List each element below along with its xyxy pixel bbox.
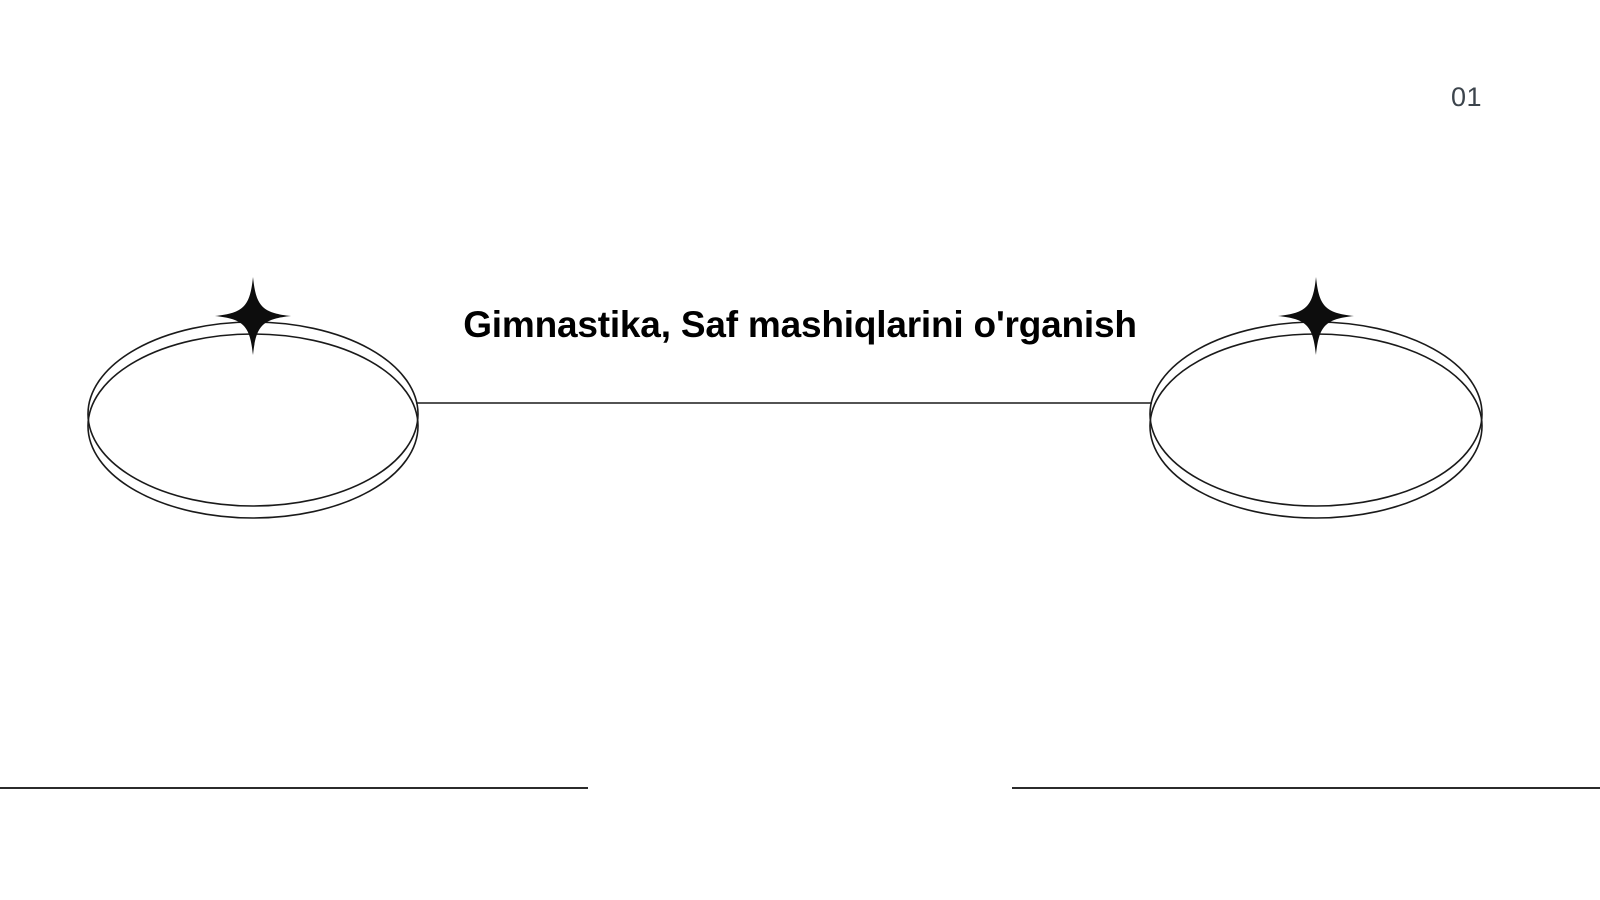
bottom-rule-right — [1012, 787, 1600, 789]
bottom-rule-left — [0, 787, 588, 789]
ring-ellipse-left — [87, 321, 419, 519]
page-title: Gimnastika, Saf mashiqlarini o'rganish — [463, 303, 1137, 345]
page-number: 01 — [1450, 82, 1482, 112]
ring-ellipse-right — [1149, 321, 1483, 519]
